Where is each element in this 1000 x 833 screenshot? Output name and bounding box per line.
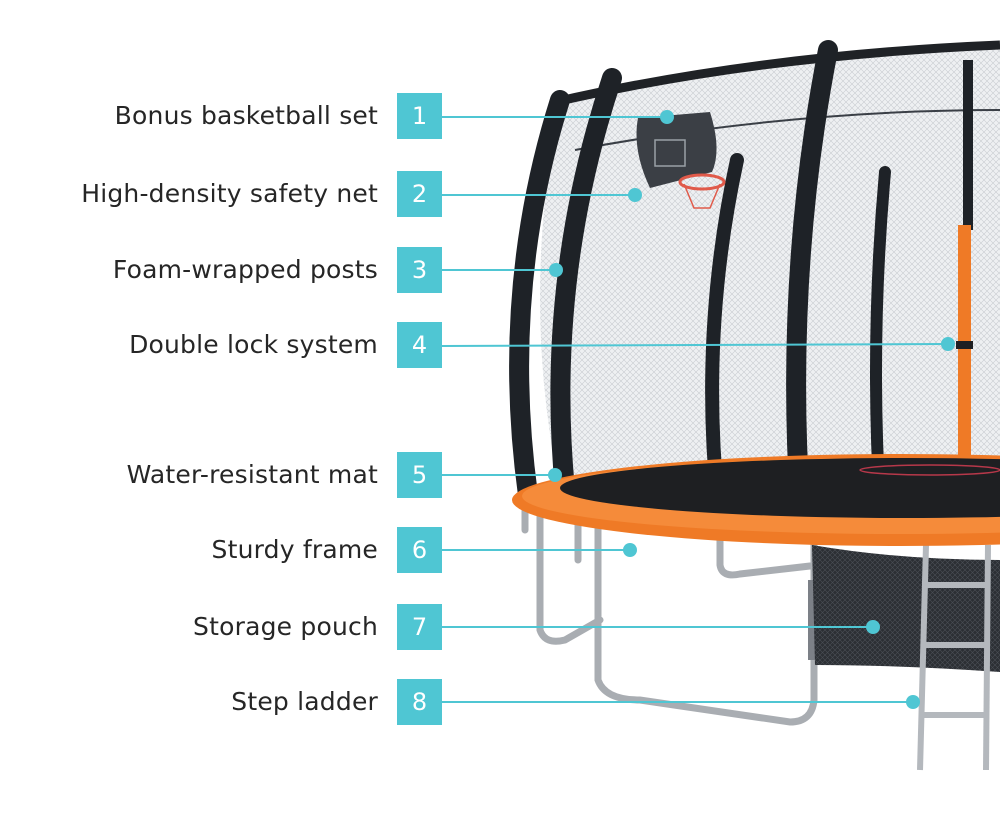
callout-label: Foam-wrapped posts [112, 255, 378, 284]
callout-label: Double lock system [129, 330, 378, 359]
callout-number-badge: 3 [397, 247, 442, 293]
callout-basketball-set: Bonus basketball set 1 [0, 93, 1000, 139]
callout-safety-net: High-density safety net 2 [0, 171, 1000, 217]
callout-number-badge: 6 [397, 527, 442, 573]
callout-double-lock: Double lock system 4 [0, 322, 1000, 368]
callout-number-badge: 4 [397, 322, 442, 368]
callout-storage-pouch: Storage pouch 7 [0, 604, 1000, 650]
callout-mat: Water-resistant mat 5 [0, 452, 1000, 498]
double-lock-zipper [958, 225, 971, 510]
callout-label: Sturdy frame [211, 535, 378, 564]
step-ladder [917, 544, 991, 771]
basketball-hoop [636, 112, 726, 209]
callout-label: Water-resistant mat [126, 460, 378, 489]
callout-label: Bonus basketball set [114, 101, 378, 130]
callout-number-badge: 2 [397, 171, 442, 217]
callout-number-badge: 5 [397, 452, 442, 498]
leader-lines [441, 116, 949, 703]
leader-dots [548, 110, 955, 709]
callout-frame: Sturdy frame 6 [0, 527, 1000, 573]
callout-label: High-density safety net [81, 179, 378, 208]
callout-number-badge: 8 [397, 679, 442, 725]
storage-pouch [812, 545, 1000, 672]
callout-step-ladder: Step ladder 8 [0, 679, 1000, 725]
callout-label: Step ladder [231, 687, 378, 716]
callout-number-badge: 7 [397, 604, 442, 650]
callout-foam-posts: Foam-wrapped posts 3 [0, 247, 1000, 293]
callout-label: Storage pouch [193, 612, 378, 641]
callout-number-badge: 1 [397, 93, 442, 139]
jump-mat [560, 458, 1000, 518]
